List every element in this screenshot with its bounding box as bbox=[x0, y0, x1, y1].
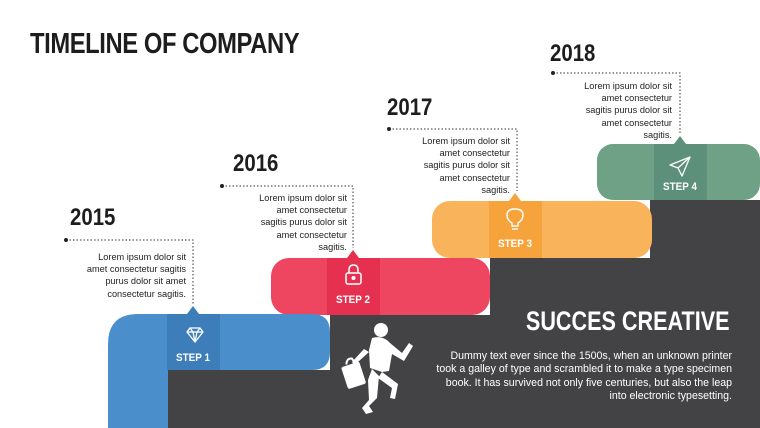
step2-tab bbox=[327, 258, 380, 315]
diamond-icon bbox=[186, 327, 204, 343]
step4-label: STEP 4 bbox=[663, 181, 697, 193]
year-2016: 2016 bbox=[233, 150, 279, 177]
businessman-icon bbox=[341, 323, 413, 414]
step1-connector bbox=[66, 239, 194, 304]
step1-tab bbox=[167, 314, 220, 370]
step4-pointer bbox=[674, 136, 686, 144]
step3-pointer bbox=[509, 193, 521, 201]
year-2015: 2015 bbox=[70, 204, 116, 231]
step3-label: STEP 3 bbox=[498, 238, 532, 250]
panel-text: Dummy text ever since the 1500s, when an… bbox=[436, 350, 732, 402]
step1-description: Lorem ipsum dolor sit amet consectetur s… bbox=[86, 252, 186, 299]
step3-description: Lorem ipsum dolor sit amet consectetur s… bbox=[422, 136, 510, 195]
step4-dot bbox=[551, 71, 555, 75]
lightbulb-icon bbox=[506, 208, 524, 230]
step3-dot bbox=[387, 127, 391, 131]
step2-label: STEP 2 bbox=[336, 294, 370, 306]
year-2017: 2017 bbox=[387, 94, 433, 121]
step2-band bbox=[271, 258, 490, 315]
step1-band bbox=[108, 314, 330, 428]
year-2018: 2018 bbox=[550, 40, 596, 67]
step1-pointer bbox=[187, 306, 199, 314]
dark-panel bbox=[168, 200, 760, 428]
step4-connector bbox=[553, 72, 681, 134]
step2-description: Lorem ipsum dolor sit amet consectetur s… bbox=[259, 193, 347, 252]
step2-dot bbox=[220, 184, 224, 188]
panel-title: SUCCES CREATIVE bbox=[526, 306, 730, 336]
step1-dot bbox=[64, 238, 68, 242]
step2-connector bbox=[222, 185, 354, 248]
page-title: TIMELINE OF COMPANY bbox=[30, 28, 300, 60]
step2-pointer bbox=[347, 250, 359, 258]
step1-label: STEP 1 bbox=[176, 352, 210, 364]
paper-plane-icon bbox=[669, 156, 691, 177]
step4-description: Lorem ipsum dolor sit amet consectetur s… bbox=[584, 81, 672, 140]
lock-icon bbox=[345, 264, 362, 285]
step3-connector bbox=[389, 128, 518, 191]
